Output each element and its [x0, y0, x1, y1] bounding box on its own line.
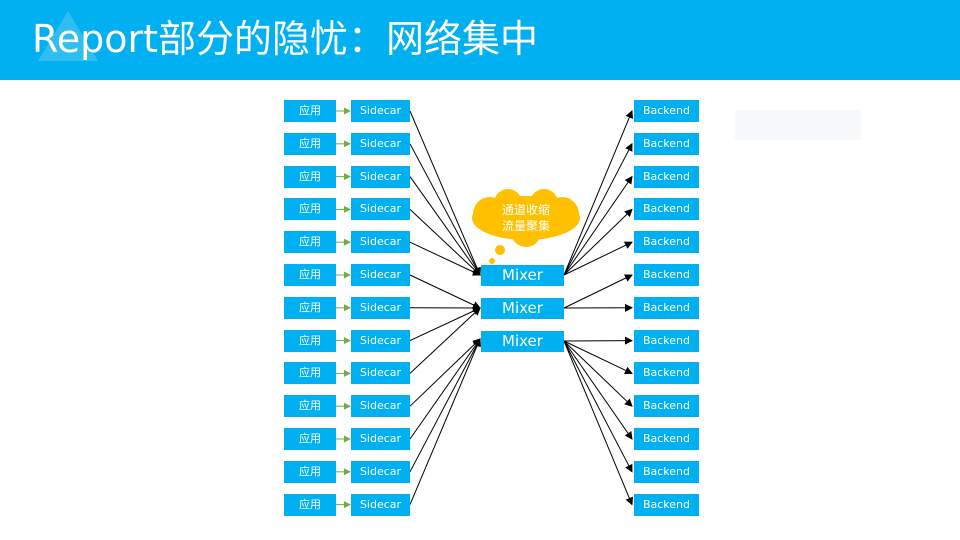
- sidecar-box: Sidecar: [351, 428, 410, 450]
- mixer-to-backend-arrow: [563, 208, 633, 276]
- backend-box: Backend: [634, 428, 699, 450]
- slide-header: Report部分的隐忧：网络集中: [0, 0, 960, 80]
- app-box: 应用: [284, 362, 336, 385]
- sidecar-box: Sidecar: [351, 198, 410, 221]
- backend-box: Backend: [634, 296, 699, 319]
- mixer-to-backend-arrow: [563, 340, 633, 407]
- app-box: 应用: [284, 329, 336, 352]
- sidecar-to-mixer-arrow: [409, 209, 481, 276]
- sidecar-to-mixer-arrow: [409, 241, 481, 276]
- mixer-to-backend-arrow: [563, 110, 634, 276]
- app-box: 应用: [284, 165, 336, 188]
- app-box: 应用: [284, 428, 336, 450]
- sidecar-box: Sidecar: [351, 395, 410, 418]
- sidecar-box: Sidecar: [351, 132, 410, 155]
- callout-text: 通道收缩 流量聚集: [474, 202, 578, 234]
- backend-box: Backend: [634, 198, 699, 221]
- sidecar-to-mixer-arrow: [409, 176, 481, 276]
- sidecar-box: Sidecar: [351, 231, 410, 254]
- sidecar-to-mixer-arrow: [409, 338, 481, 407]
- faint-placeholder-box: [735, 110, 861, 140]
- sidecar-box: Sidecar: [351, 100, 410, 122]
- sidecar-box: Sidecar: [351, 165, 410, 188]
- mixer-box: Mixer: [481, 265, 564, 286]
- mixer-to-backend-arrow: [563, 340, 633, 440]
- mixer-to-backend-arrow: [563, 274, 633, 309]
- app-box: 应用: [284, 395, 336, 418]
- sidecar-to-mixer-arrow: [409, 110, 481, 276]
- app-box: 应用: [284, 296, 336, 319]
- backend-box: Backend: [634, 231, 699, 254]
- mixer-to-backend-arrow: [563, 241, 633, 276]
- app-box: 应用: [284, 231, 336, 254]
- sidecar-box: Sidecar: [351, 460, 410, 483]
- header-decoration-shape: [38, 11, 98, 61]
- backend-box: Backend: [634, 395, 699, 418]
- backend-box: Backend: [634, 100, 699, 122]
- mixer-to-backend-arrow: [563, 142, 633, 276]
- mixer-to-backend-arrow: [563, 340, 634, 506]
- mixer-to-backend-arrow: [563, 340, 633, 375]
- app-box: 应用: [284, 460, 336, 483]
- sidecar-box: Sidecar: [351, 296, 410, 319]
- app-box: 应用: [284, 493, 336, 516]
- callout-cloud: [472, 189, 580, 264]
- app-box: 应用: [284, 100, 336, 122]
- mixer-box: Mixer: [481, 298, 564, 319]
- sidecar-to-mixer-arrow: [409, 338, 481, 505]
- sidecar-to-mixer-arrow: [409, 338, 481, 473]
- sidecar-box: Sidecar: [351, 362, 410, 385]
- callout-line-2: 流量聚集: [501, 219, 550, 233]
- mixer-box: Mixer: [481, 331, 564, 352]
- sidecar-to-mixer-arrow: [409, 143, 481, 276]
- sidecar-to-mixer-arrow: [409, 274, 481, 309]
- sidecar-to-mixer-arrow: [409, 338, 481, 440]
- mixer-to-backend-arrow: [563, 340, 633, 473]
- backend-box: Backend: [634, 132, 699, 155]
- backend-box: Backend: [634, 264, 699, 286]
- app-box: 应用: [284, 132, 336, 155]
- backend-box: Backend: [634, 165, 699, 188]
- backend-box: Backend: [634, 362, 699, 385]
- backend-box: Backend: [634, 460, 699, 483]
- backend-box: Backend: [634, 493, 699, 516]
- slide-title: Report部分的隐忧：网络集中: [32, 17, 538, 61]
- sidecar-box: Sidecar: [351, 329, 410, 352]
- sidecar-to-mixer-arrow: [409, 307, 481, 342]
- sidecar-to-mixer-arrow: [409, 307, 481, 374]
- backend-box: Backend: [634, 329, 699, 352]
- callout-line-1: 通道收缩: [501, 203, 550, 217]
- mixer-to-backend-arrow: [563, 175, 633, 276]
- sidecar-box: Sidecar: [351, 264, 410, 286]
- app-box: 应用: [284, 264, 336, 286]
- sidecar-box: Sidecar: [351, 493, 410, 516]
- app-box: 应用: [284, 198, 336, 221]
